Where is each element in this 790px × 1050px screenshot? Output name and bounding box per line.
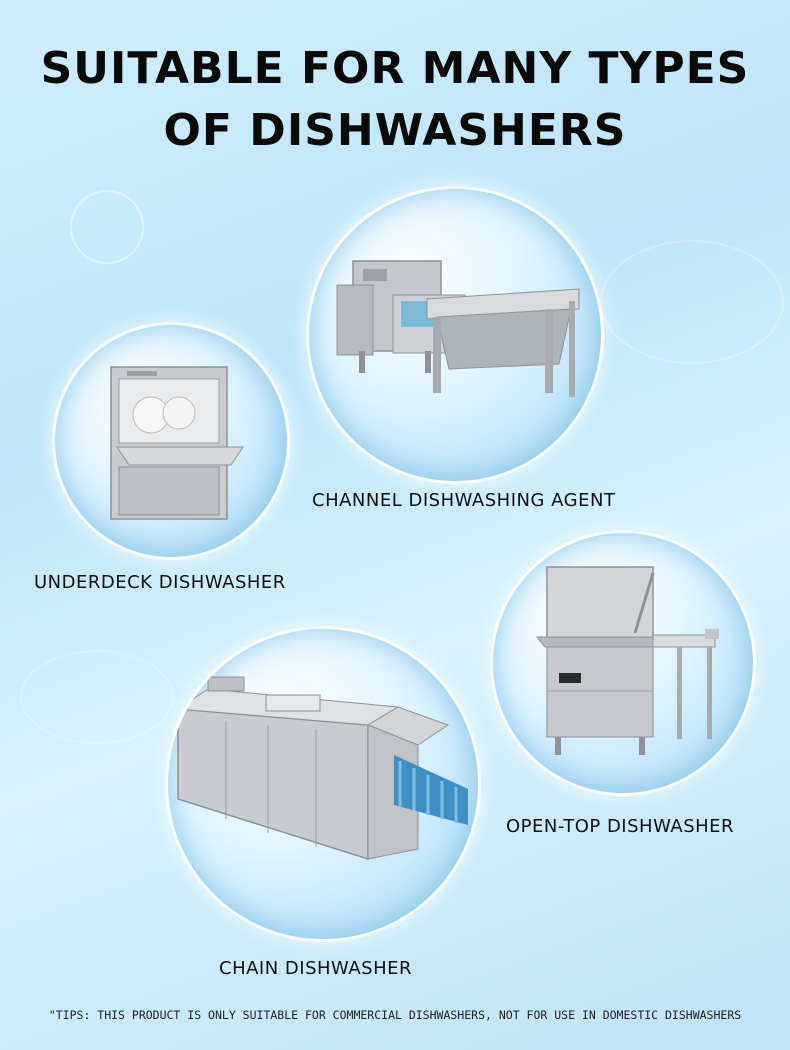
water-ripple (20, 650, 174, 744)
chain-dishwasher-label: CHAIN DISHWASHER (219, 958, 413, 979)
open-top-dishwasher-icon (535, 566, 719, 755)
title-line-1: SUITABLE FOR MANY TYPES (40, 43, 750, 94)
underdeck-dishwasher-icon (110, 366, 244, 520)
water-ripple (600, 240, 784, 364)
chain-dishwasher-bubble (165, 626, 481, 942)
channel-dishwasher-bubble (306, 186, 604, 484)
underdeck-dishwasher-bubble (52, 322, 290, 560)
channel-dishwasher-icon (336, 260, 580, 397)
open-top-dishwasher-bubble (490, 530, 756, 796)
tips-note: "TIPS: THIS PRODUCT IS ONLY SUITABLE FOR… (48, 1008, 742, 1022)
channel-dishwasher-label: CHANNEL DISHWASHING AGENT (312, 490, 616, 511)
chain-dishwasher-icon (176, 676, 468, 861)
open-top-dishwasher-label: OPEN-TOP DISHWASHER (506, 816, 735, 837)
water-ripple (70, 190, 144, 264)
page-title: SUITABLE FOR MANY TYPES OF DISHWASHERS (0, 38, 790, 162)
title-line-2: OF DISHWASHERS (163, 105, 627, 156)
underdeck-dishwasher-label: UNDERDECK DISHWASHER (34, 572, 286, 593)
